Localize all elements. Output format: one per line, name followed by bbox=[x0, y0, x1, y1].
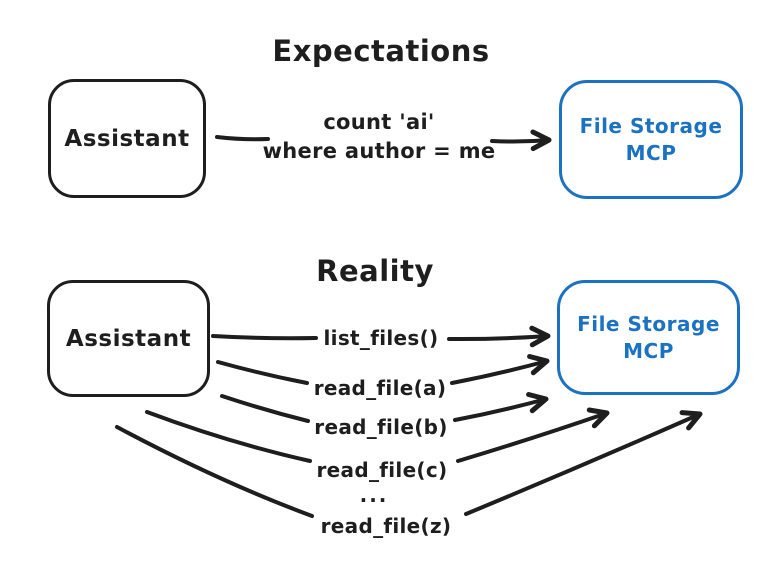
expected-query-line2: where author = me bbox=[262, 139, 496, 163]
mcp-label-line2: MCP bbox=[623, 338, 674, 363]
assistant-label: Assistant bbox=[64, 125, 190, 152]
mcp-label-line1: File Storage bbox=[579, 113, 723, 138]
call-label-read-file-z: read_file(z) bbox=[320, 514, 452, 538]
list-files-line bbox=[211, 334, 318, 341]
assistant-box-reality: Assistant bbox=[47, 280, 210, 397]
expected-query-line1: count 'ai' bbox=[323, 110, 435, 134]
read-file-a-line bbox=[216, 360, 309, 385]
call-label-read-file-b: read_file(b) bbox=[314, 415, 448, 439]
read-file-b-arrow-head bbox=[526, 391, 549, 414]
calls-ellipsis: ... bbox=[359, 483, 389, 507]
read-file-b-line bbox=[220, 394, 310, 423]
assistant-label: Assistant bbox=[65, 325, 192, 352]
read-file-a-arrow-head bbox=[527, 354, 550, 376]
expectation-arrow-head bbox=[530, 129, 552, 152]
file-storage-mcp-box-expectations: File Storage MCP bbox=[559, 80, 743, 199]
read-file-b-arrow bbox=[453, 397, 548, 422]
read-file-c-arrow bbox=[456, 411, 609, 463]
assistant-box-expectations: Assistant bbox=[48, 79, 206, 198]
read-file-z-arrow bbox=[464, 412, 702, 516]
file-storage-mcp-box-reality: File Storage MCP bbox=[557, 280, 740, 395]
list-files-arrow-head bbox=[529, 325, 551, 348]
expectations-title: Expectations bbox=[272, 34, 490, 68]
reality-title: Reality bbox=[316, 254, 434, 288]
list-files-arrow bbox=[447, 334, 550, 342]
call-label-list-files: list_files() bbox=[323, 326, 439, 350]
expectation-arrow bbox=[490, 138, 551, 144]
read-file-a-arrow bbox=[450, 359, 549, 385]
mcp-label-line2: MCP bbox=[625, 140, 677, 165]
read-file-z-line bbox=[115, 425, 314, 518]
expectation-connector-stub bbox=[215, 135, 270, 142]
read-file-z-arrow-head bbox=[679, 410, 703, 431]
call-label-read-file-a: read_file(a) bbox=[313, 376, 447, 400]
mcp-label-line1: File Storage bbox=[577, 311, 720, 336]
read-file-c-line bbox=[145, 410, 312, 463]
call-label-read-file-c: read_file(c) bbox=[316, 458, 448, 482]
expected-query-label: count 'ai' where author = me bbox=[263, 108, 496, 166]
read-file-c-arrow-head bbox=[586, 407, 610, 429]
